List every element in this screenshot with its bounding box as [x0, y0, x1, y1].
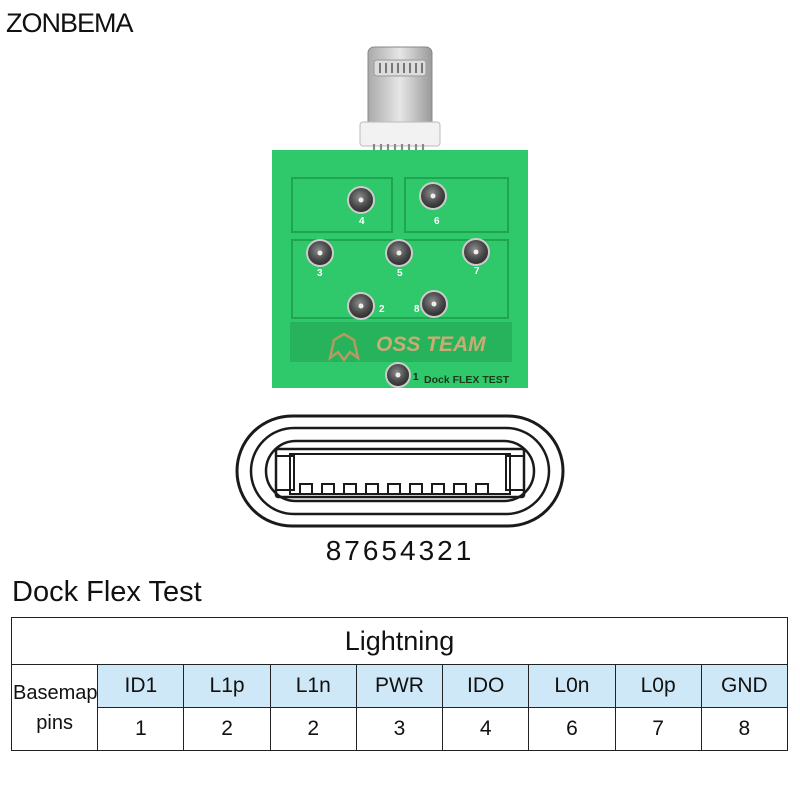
number-cell: 2 [269, 707, 357, 751]
brand-name: ZONBEMA [6, 8, 134, 38]
number-cell: 3 [355, 707, 444, 751]
logo-text: OSS TEAM [376, 333, 486, 356]
signal-cell: L0n [528, 664, 616, 708]
signal-cell: ID1 [97, 664, 185, 708]
lightning-plug [359, 46, 441, 160]
number-row: 1 2 2 3 4 6 7 8 [12, 707, 789, 751]
row-label-line1: Basemap [13, 681, 98, 704]
contact-pads [306, 182, 490, 388]
pad-3 [306, 239, 334, 267]
pad-label-4: 4 [359, 216, 365, 227]
pad-6 [419, 182, 447, 210]
signal-cell: L1n [269, 664, 357, 708]
board-label: Dock FLEX TEST [424, 374, 510, 386]
number-cell: 7 [614, 707, 702, 751]
pad-label-2: 2 [379, 304, 385, 315]
pad-label-1: 1 [413, 372, 419, 383]
table-header-row: Lightning [11, 617, 788, 665]
row-label: Basemap pins [10, 664, 99, 751]
number-cell: 8 [700, 707, 789, 751]
lightning-port-diagram [235, 414, 565, 528]
signal-cell: PWR [355, 664, 444, 708]
oss-team-logo: OSS TEAM [328, 332, 486, 363]
number-cell: 2 [183, 707, 271, 751]
pad-5 [385, 239, 413, 267]
table-header: Lightning [11, 617, 788, 665]
pad-label-8: 8 [414, 304, 420, 315]
pad-1 [385, 362, 411, 388]
number-cell: 1 [97, 707, 185, 751]
signal-cell: L1p [183, 664, 271, 708]
dock-flex-illustration: 4 6 3 5 7 2 8 1 OSS TEAM Dock FLEX TEST [235, 46, 565, 528]
pad-7 [462, 238, 490, 266]
signal-cell: IDO [442, 664, 530, 708]
number-cell: 6 [528, 707, 616, 751]
signal-cell: L0p [614, 664, 702, 708]
pad-label-3: 3 [317, 268, 323, 279]
pad-label-6: 6 [434, 216, 440, 227]
pcb-board [272, 150, 528, 388]
pad-2 [347, 292, 375, 320]
pad-8 [420, 290, 448, 318]
section-title: Dock Flex Test [12, 576, 202, 608]
pad-label-7: 7 [474, 266, 480, 277]
number-cell: 4 [442, 707, 530, 751]
signal-cell: GND [700, 664, 789, 708]
pin-sequence: 87654321 [325, 535, 475, 566]
signal-row: Basemap pins ID1 L1p L1n PWR IDO L0n L0p… [10, 664, 789, 751]
pad-label-5: 5 [397, 268, 403, 279]
pad-4 [347, 186, 375, 214]
pin-table: Lightning Basemap pins ID1 L1p L1n PWR I… [10, 617, 789, 751]
row-label-line2: pins [36, 711, 73, 734]
